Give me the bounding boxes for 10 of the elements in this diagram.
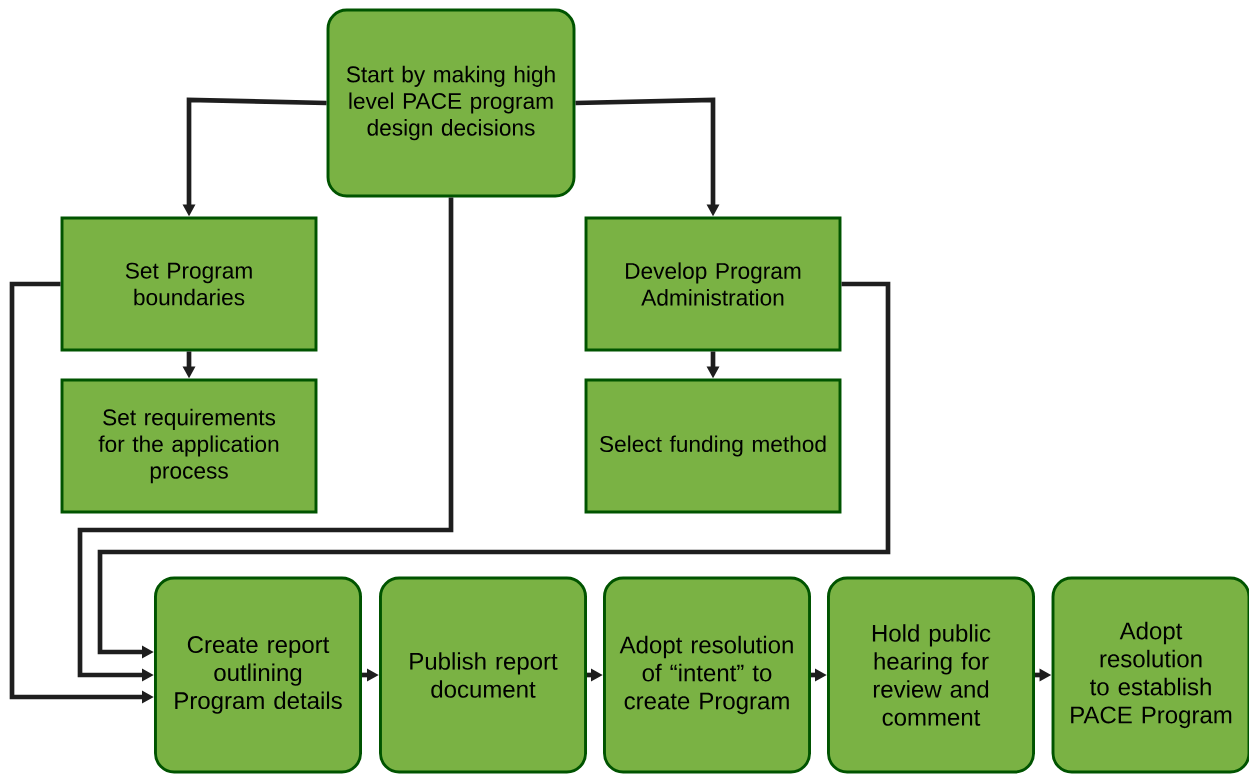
task-box: Set Program boundaries [60,216,318,352]
step-box: Adopt resolution to establish PACE Program [1051,576,1249,774]
step-box: Start by making high level PACE program design decisions [326,8,576,198]
task-box: Develop Program Administration [584,216,842,352]
task-box: Select funding method [584,378,842,514]
step-box: Create report outlining Program details [154,576,362,774]
step-box: Adopt resolution of “intent” to create Program [603,576,811,774]
step-box: Hold public hearing for review and comment [827,576,1035,774]
step-box: Publish report document [379,576,587,774]
task-box: Set requirements for the application process [60,378,318,514]
